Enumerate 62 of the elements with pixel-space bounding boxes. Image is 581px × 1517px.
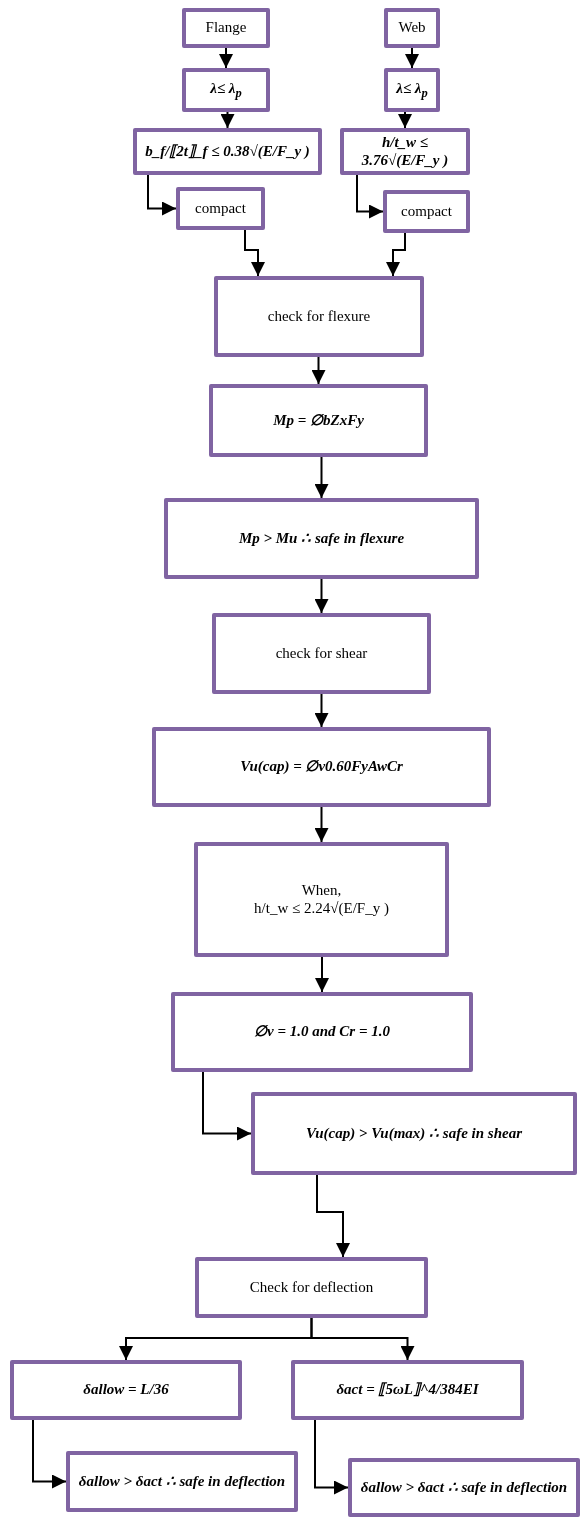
box-text: check for shear — [275, 644, 368, 663]
arrow — [316, 1174, 350, 1258]
process-box — [176, 187, 265, 230]
box-text: check for flexure — [267, 307, 371, 326]
process-box — [348, 1458, 580, 1517]
arrow — [398, 111, 412, 129]
process-box — [194, 842, 449, 957]
arrow — [356, 174, 384, 219]
box-text: b_f/⟦2t⟧_f ≤ 0.38√(E/F_y ) — [145, 142, 310, 161]
arrow — [405, 47, 419, 69]
process-box — [340, 128, 470, 175]
arrow — [32, 1419, 67, 1489]
process-box — [251, 1092, 577, 1175]
box-text: h/t_w ≤ 2.24√(E/F_y ) — [254, 899, 389, 917]
box-text: Mp = ∅bZxFy — [273, 411, 364, 430]
process-box — [182, 68, 270, 112]
arrow — [314, 1419, 349, 1495]
process-box — [10, 1360, 242, 1420]
arrow — [244, 229, 265, 277]
process-box — [171, 992, 473, 1072]
process-box — [291, 1360, 524, 1420]
process-box — [195, 1257, 428, 1318]
process-box — [384, 8, 440, 48]
box-text: Mp > Mu ∴ safe in flexure — [238, 529, 405, 548]
arrow — [314, 456, 329, 499]
arrow — [314, 806, 329, 843]
process-box — [182, 8, 270, 48]
arrow — [219, 47, 233, 69]
arrow — [314, 693, 329, 728]
box-text: Vu(cap) = ∅v0.60FyAwCr — [240, 758, 403, 776]
box-text: Web — [398, 19, 426, 37]
process-box — [384, 68, 440, 112]
box-text: Vu(cap) > Vu(max) ∴ safe in shear — [305, 1124, 523, 1143]
box-text: h/t_w ≤ 3.76√(E/F_y ) — [360, 134, 450, 169]
process-box — [164, 498, 479, 579]
arrow — [147, 174, 177, 216]
box-text: λ≤ λ$_{p}$ — [396, 79, 428, 101]
box-text: δallow > δact ∴ safe in deflection — [360, 1478, 568, 1497]
box-text: δallow > δact ∴ safe in deflection — [78, 1472, 286, 1491]
arrow — [315, 956, 329, 993]
process-box — [209, 384, 428, 457]
process-box — [212, 613, 431, 694]
box-text: ∅v = 1.0 and Cr = 1.0 — [254, 1023, 390, 1041]
process-box — [66, 1451, 298, 1512]
process-box — [214, 276, 424, 357]
process-box — [133, 128, 322, 175]
process-box — [383, 190, 470, 233]
arrow — [310, 1317, 415, 1361]
box-text: When, — [301, 882, 342, 900]
arrow — [220, 111, 235, 129]
box-text: compact — [401, 202, 452, 221]
box-text: δact = ⟦5ωL⟧^4/384EI — [336, 1381, 479, 1399]
box-text: Check for deflection — [249, 1278, 374, 1297]
box-text: δallow = L/36 — [83, 1381, 169, 1399]
arrow — [311, 356, 326, 385]
arrow — [386, 232, 406, 277]
arrow — [314, 578, 329, 614]
box-text: Flange — [205, 19, 247, 37]
process-box — [152, 727, 491, 807]
arrow — [202, 1071, 252, 1141]
box-text: λ≤ λ$_{p}$ — [210, 79, 242, 101]
box-text: compact — [195, 199, 246, 218]
